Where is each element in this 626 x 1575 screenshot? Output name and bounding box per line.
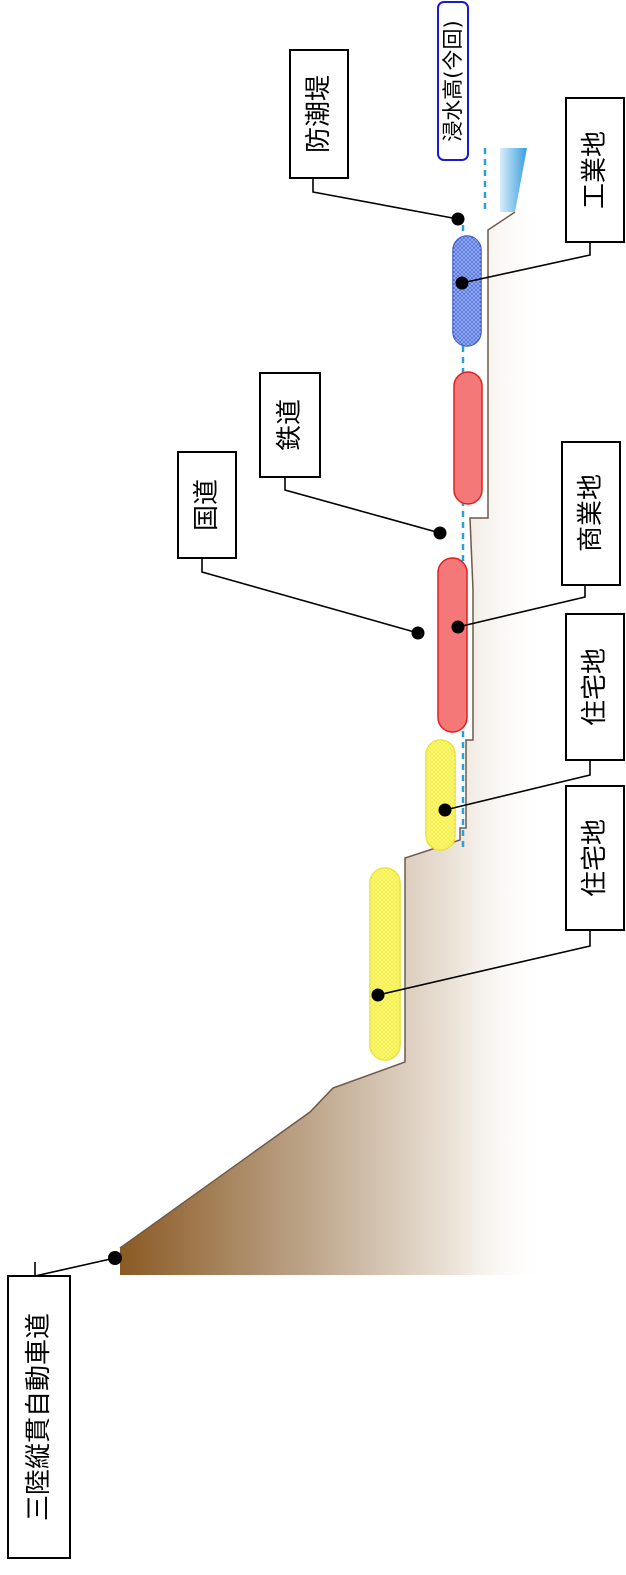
industrial-area-texture — [453, 236, 481, 346]
sea-water — [500, 148, 527, 212]
point-industrial-area — [455, 276, 469, 290]
commercial-area-zone — [437, 557, 468, 733]
expressway-label: 三陸縦貫自動車道 — [24, 1313, 54, 1521]
residential-area-texture-2 — [370, 868, 400, 1060]
seawall-label-box — [289, 49, 349, 179]
residential-area-2-label-box — [565, 785, 625, 931]
leader-commercial-area — [457, 585, 586, 628]
residential-area-2-label: 住宅地 — [580, 819, 610, 897]
terrain-outline — [119, 211, 516, 1249]
leader-residential-2 — [377, 930, 591, 996]
leader-railway — [284, 477, 441, 534]
point-residential-1 — [438, 803, 452, 817]
point-expressway — [108, 1251, 122, 1265]
railway-label-box — [259, 372, 321, 478]
inundation-height-label: 浸水高(今回) — [441, 20, 465, 141]
leader-residential-1 — [444, 760, 591, 811]
point-seawall — [451, 212, 465, 226]
national-road-label: 国道 — [192, 479, 222, 531]
residential-area-texture-1 — [426, 740, 455, 850]
railway-zone — [453, 371, 483, 505]
residential-area-1-label: 住宅地 — [580, 648, 610, 726]
commercial-area-label-box — [561, 441, 621, 586]
inundation-label-box — [437, 1, 469, 161]
leader-industrial-area — [461, 242, 591, 284]
point-national-road — [411, 626, 425, 640]
point-railway — [433, 526, 447, 540]
point-commercial-area — [451, 620, 465, 634]
national-road-label-box — [177, 451, 237, 559]
seawall-label: 防潮堤 — [304, 75, 334, 153]
industrial-area-label: 工業地 — [580, 131, 610, 209]
residential-area-1-label-box — [565, 613, 625, 761]
railway-label: 鉄道 — [275, 399, 305, 451]
point-residential-2 — [371, 988, 385, 1002]
leader-national-road — [201, 558, 419, 634]
expressway-label-box — [7, 1275, 71, 1559]
commercial-area-label: 商業地 — [576, 474, 606, 552]
leader-expressway — [34, 1257, 116, 1277]
industrial-area-label-box — [565, 97, 625, 243]
terrain-profile — [120, 212, 540, 1275]
leader-seawall — [312, 178, 459, 220]
